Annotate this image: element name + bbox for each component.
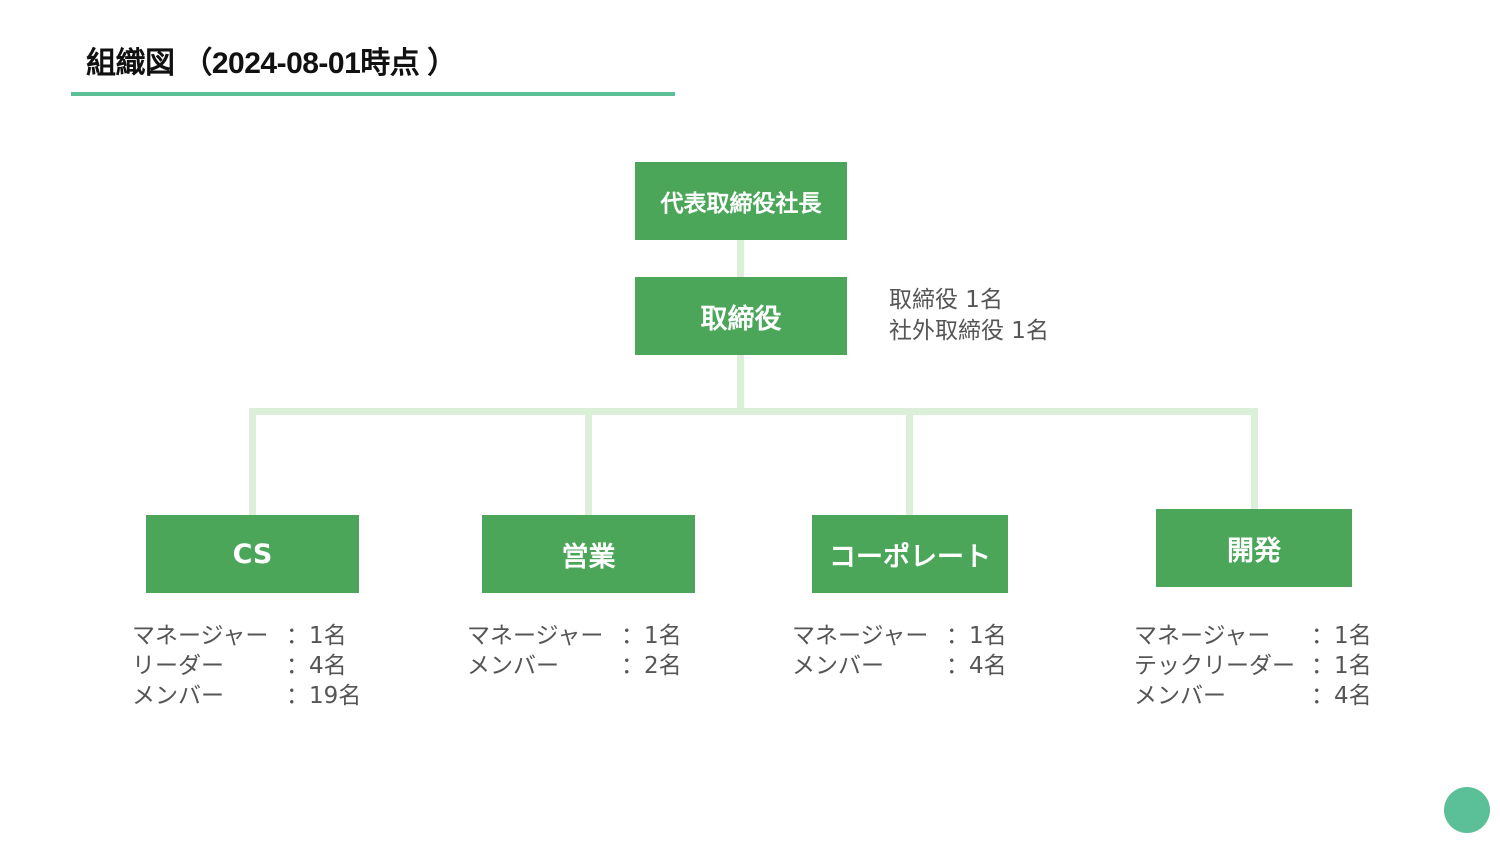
member-role: リーダー [132, 653, 224, 679]
member-row: メンバー ：19名 [132, 681, 361, 711]
member-role: メンバー [792, 653, 884, 679]
member-role: メンバー [467, 653, 559, 679]
member-count: ：1名 [286, 623, 347, 649]
member-row: メンバー ：4名 [792, 651, 1007, 681]
node-board: 取締役 [635, 277, 847, 355]
member-count: ：1名 [1311, 653, 1372, 679]
board-composition-note: 取締役 1名 社外取締役 1名 [889, 285, 1049, 347]
member-count: ：2名 [621, 653, 682, 679]
member-row: リーダー ：4名 [132, 651, 361, 681]
node-dept-corporate: コーポレート [812, 515, 1008, 593]
page-title: 組織図 （2024-08-01時点 ） [86, 47, 457, 80]
member-row: テックリーダー ：1名 [1134, 651, 1372, 681]
dept-sales-members: マネージャー ：1名 メンバー ：2名 [467, 621, 682, 681]
node-board-label: 取締役 [700, 303, 782, 335]
connector-cs [249, 408, 256, 515]
member-role: マネージャー [792, 623, 929, 649]
title-underline [71, 92, 675, 96]
node-dept-corporate-label: コーポレート [829, 541, 991, 573]
node-dept-sales-label: 営業 [561, 541, 616, 573]
connector-board-bus [737, 355, 744, 413]
member-count: ：4名 [286, 653, 347, 679]
member-role: テックリーダー [1134, 653, 1295, 679]
member-row: メンバー ：2名 [467, 651, 682, 681]
connector-dev [1251, 408, 1258, 509]
member-role: メンバー [132, 683, 224, 709]
member-count: ：19名 [286, 683, 362, 709]
member-role: マネージャー [467, 623, 604, 649]
member-row: マネージャー ：1名 [132, 621, 361, 651]
board-note-directors: 取締役 1名 [889, 287, 1003, 313]
member-row: マネージャー ：1名 [1134, 621, 1372, 651]
member-count: ：1名 [621, 623, 682, 649]
member-role: マネージャー [132, 623, 269, 649]
node-dept-cs: CS [146, 515, 359, 593]
corner-dot-decoration [1444, 787, 1490, 833]
node-ceo-label: 代表取締役社長 [660, 191, 822, 217]
dept-cs-members: マネージャー ：1名 リーダー ：4名 メンバー ：19名 [132, 621, 361, 711]
node-dept-dev: 開発 [1156, 509, 1352, 587]
connector-ceo-board [737, 240, 744, 278]
member-count: ：1名 [946, 623, 1007, 649]
member-count: ：1名 [1311, 623, 1372, 649]
connector-corporate [906, 408, 913, 515]
member-count: ：4名 [1311, 683, 1372, 709]
member-role: メンバー [1134, 683, 1226, 709]
node-ceo: 代表取締役社長 [635, 162, 847, 240]
member-role: マネージャー [1134, 623, 1271, 649]
connector-sales [585, 408, 592, 515]
connector-horizontal-bus [249, 408, 1258, 415]
dept-corporate-members: マネージャー ：1名 メンバー ：4名 [792, 621, 1007, 681]
member-count: ：4名 [946, 653, 1007, 679]
node-dept-cs-label: CS [232, 538, 273, 570]
member-row: マネージャー ：1名 [792, 621, 1007, 651]
node-dept-dev-label: 開発 [1227, 535, 1281, 567]
node-dept-sales: 営業 [482, 515, 695, 593]
board-note-outside-directors: 社外取締役 1名 [889, 318, 1049, 344]
dept-dev-members: マネージャー ：1名 テックリーダー ：1名 メンバー ：4名 [1134, 621, 1372, 711]
member-row: マネージャー ：1名 [467, 621, 682, 651]
member-row: メンバー ：4名 [1134, 681, 1372, 711]
